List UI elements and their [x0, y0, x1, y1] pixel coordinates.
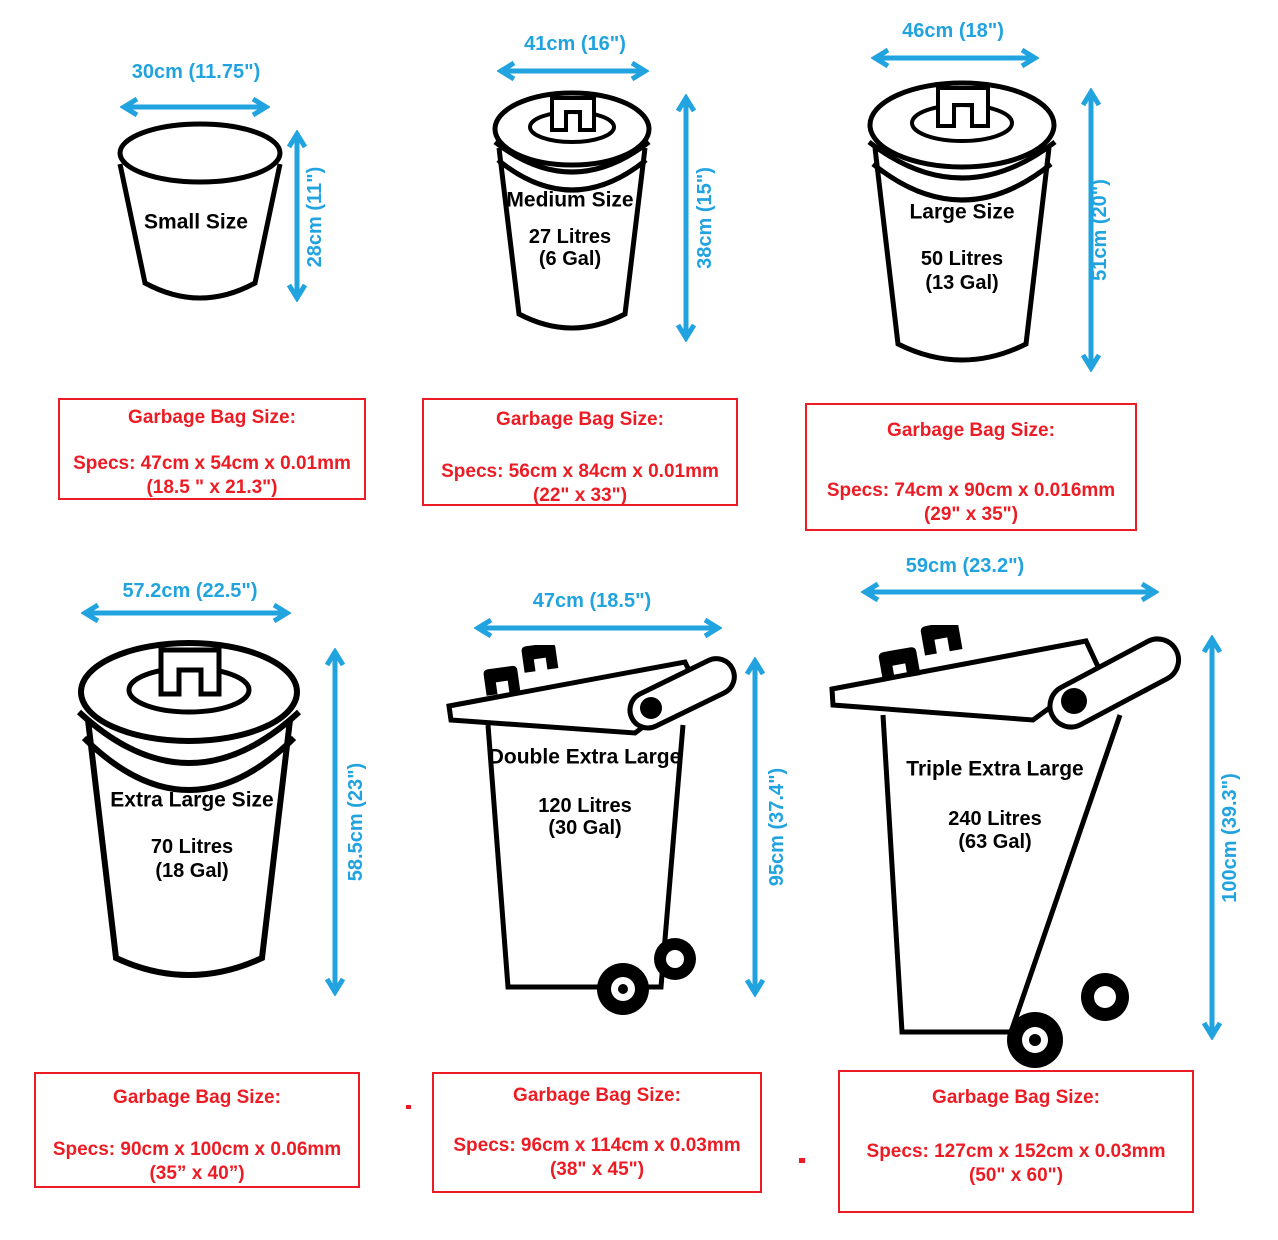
- bin-name-label: Medium Size: [506, 188, 634, 212]
- bin-litres-label: 50 Litres: [920, 248, 1004, 270]
- bin-name-label: Extra Large Size: [110, 788, 274, 812]
- bin-gallons-label: (63 Gal): [958, 831, 1032, 853]
- large-bin-illustration: [867, 80, 1057, 363]
- height-arrow-icon: [1201, 635, 1223, 1040]
- height-dimension-label: 95cm (37.4"): [766, 767, 788, 887]
- bin-litres-label: 70 Litres: [150, 836, 234, 858]
- bag-specs-inches: (18.5 " x 21.3"): [146, 476, 278, 498]
- garbage-bag-size-box: Garbage Bag Size: Specs: 127cm x 152cm x…: [838, 1070, 1194, 1213]
- bag-specs-inches: (29" x 35"): [923, 503, 1019, 525]
- bag-specs: Specs: 90cm x 100cm x 0.06mm: [52, 1138, 342, 1160]
- bag-box-title: Garbage Bag Size:: [113, 1087, 281, 1108]
- height-dimension-label: 51cm (20"): [1089, 179, 1111, 281]
- garbage-bag-size-box: Garbage Bag Size: Specs: 56cm x 84cm x 0…: [422, 398, 738, 506]
- bin-litres-label: 27 Litres: [528, 226, 612, 248]
- bag-box-title: Garbage Bag Size:: [128, 407, 296, 428]
- bag-specs: Specs: 96cm x 114cm x 0.03mm: [453, 1134, 741, 1156]
- bin-name-label: Triple Extra Large: [906, 757, 1084, 781]
- width-arrow-icon: [474, 617, 722, 639]
- width-dimension-label: 59cm (23.2"): [905, 555, 1025, 577]
- bin-name-label: Double Extra Large: [488, 745, 682, 769]
- height-dimension-label: 38cm (15"): [694, 167, 716, 269]
- height-arrow-icon: [1080, 88, 1102, 372]
- bag-specs-inches: (50" x 60"): [968, 1164, 1064, 1186]
- bag-specs: Specs: 56cm x 84cm x 0.01mm: [441, 460, 719, 482]
- medium-bin-illustration: [492, 90, 652, 331]
- height-dimension-label: 58.5cm (23"): [345, 762, 367, 882]
- double-extra-large-bin-illustration: [446, 645, 737, 1015]
- width-dimension-label: 57.2cm (22.5"): [122, 580, 258, 602]
- width-dimension-label: 47cm (18.5"): [532, 590, 652, 612]
- triple-extra-large-bin-illustration: [829, 625, 1182, 1068]
- bag-box-title: Garbage Bag Size:: [496, 409, 664, 430]
- bin-litres-label: 240 Litres: [948, 808, 1042, 830]
- bin-litres-label: 120 Litres: [538, 795, 632, 817]
- bag-box-title: Garbage Bag Size:: [887, 420, 1055, 441]
- stray-dot: [799, 1158, 805, 1163]
- bin-name-label: Small Size: [144, 210, 248, 234]
- bin-gallons-label: (18 Gal): [155, 860, 229, 882]
- garbage-bag-size-box: Garbage Bag Size: Specs: 90cm x 100cm x …: [34, 1072, 360, 1188]
- bag-specs: Specs: 74cm x 90cm x 0.016mm: [826, 479, 1116, 501]
- width-dimension-label: 30cm (11.75"): [131, 61, 261, 83]
- garbage-bag-size-box: Garbage Bag Size: Specs: 74cm x 90cm x 0…: [805, 403, 1137, 531]
- extra-large-bin-illustration: [76, 640, 302, 978]
- bin-gallons-label: (30 Gal): [548, 817, 622, 839]
- bag-specs-inches: (35” x 40”): [149, 1162, 245, 1184]
- width-dimension-label: 41cm (16"): [524, 33, 626, 55]
- width-dimension-label: 46cm (18"): [902, 20, 1004, 42]
- garbage-bag-size-box: Garbage Bag Size: Specs: 47cm x 54cm x 0…: [58, 398, 366, 500]
- width-arrow-icon: [861, 581, 1159, 603]
- width-arrow-icon: [81, 602, 291, 624]
- bag-specs: Specs: 127cm x 152cm x 0.03mm: [866, 1140, 1166, 1162]
- height-arrow-icon: [286, 130, 308, 302]
- bin-name-label: Large Size: [909, 200, 1015, 224]
- stray-dot: [406, 1105, 411, 1109]
- small-bin-illustration: [117, 121, 283, 301]
- height-arrow-icon: [324, 648, 346, 996]
- width-arrow-icon: [497, 60, 649, 82]
- garbage-bag-size-box: Garbage Bag Size: Specs: 96cm x 114cm x …: [432, 1072, 762, 1193]
- width-arrow-icon: [120, 96, 270, 118]
- bag-specs: Specs: 47cm x 54cm x 0.01mm: [73, 452, 351, 474]
- bag-box-title: Garbage Bag Size:: [513, 1085, 681, 1106]
- height-dimension-label: 28cm (11"): [304, 166, 326, 268]
- bag-specs-inches: (22" x 33"): [532, 484, 628, 506]
- height-arrow-icon: [675, 94, 697, 342]
- bin-gallons-label: (6 Gal): [538, 248, 602, 270]
- width-arrow-icon: [871, 47, 1039, 69]
- height-arrow-icon: [744, 657, 766, 997]
- bag-box-title: Garbage Bag Size:: [932, 1087, 1100, 1108]
- bin-gallons-label: (13 Gal): [925, 272, 999, 294]
- height-dimension-label: 100cm (39.3"): [1219, 773, 1241, 903]
- bag-specs-inches: (38" x 45"): [549, 1158, 645, 1180]
